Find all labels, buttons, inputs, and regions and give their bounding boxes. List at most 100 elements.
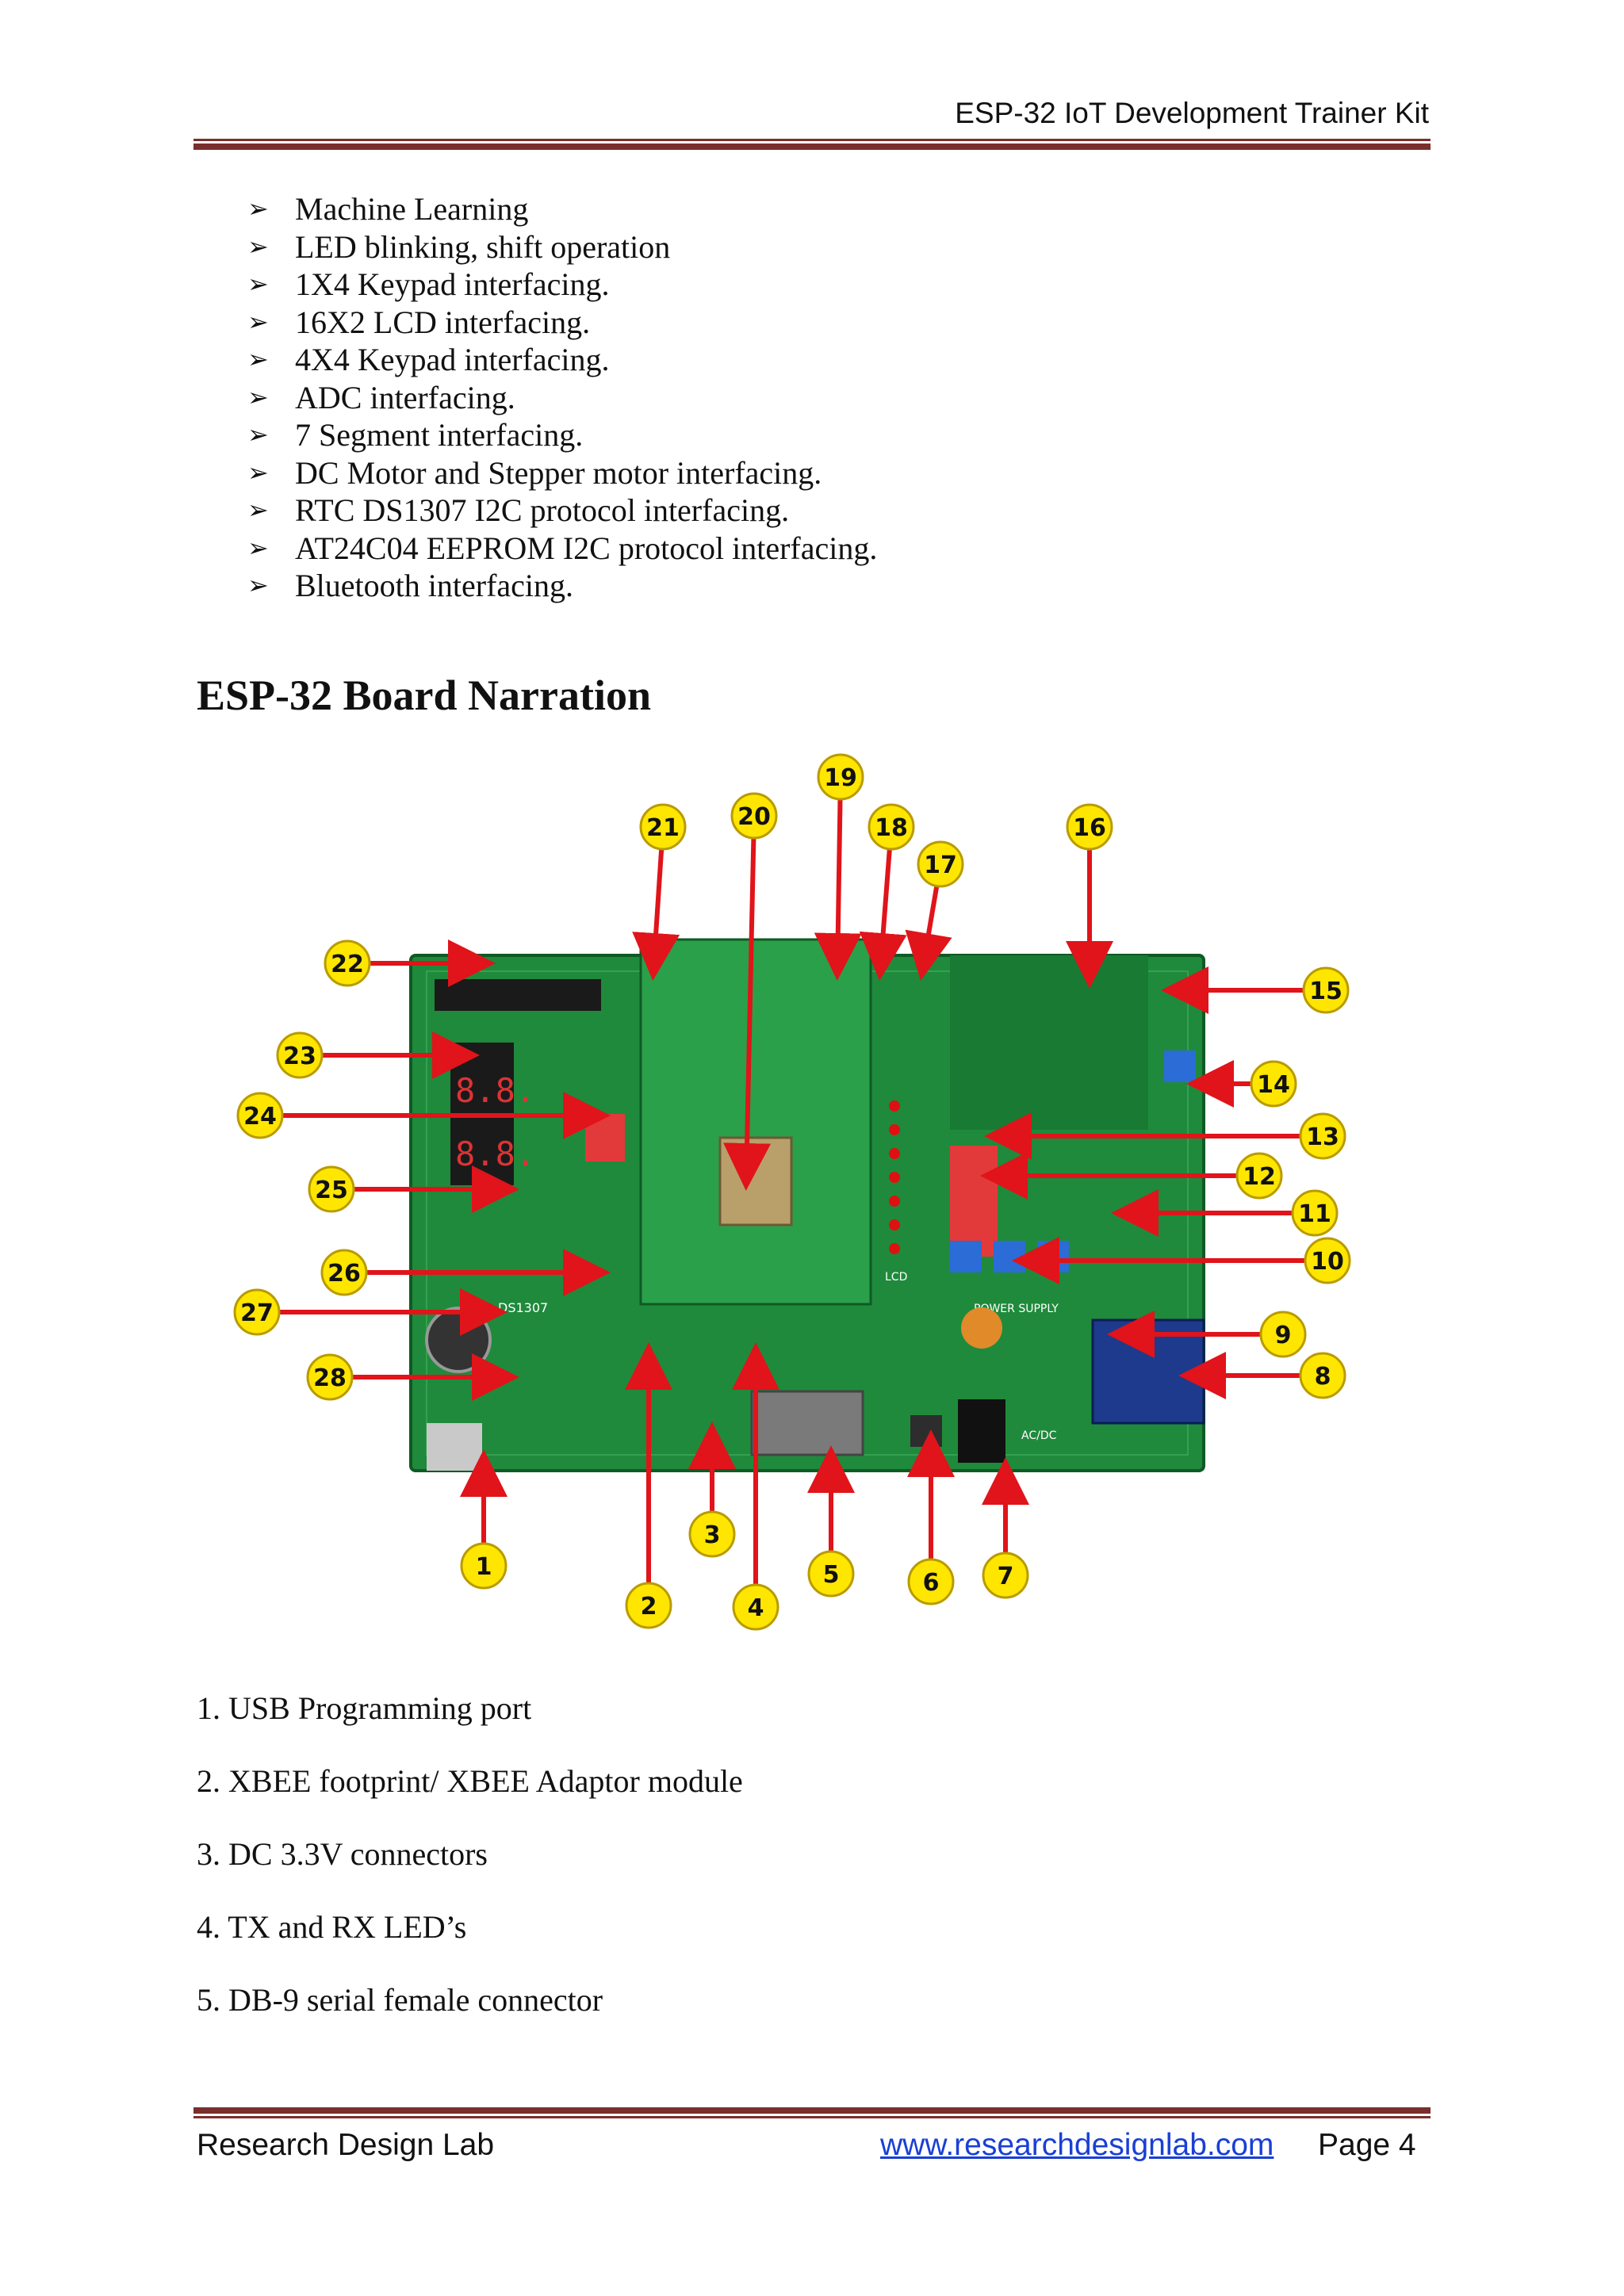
- callout-badge-12: [1235, 1152, 1283, 1200]
- callout-arrow-20: [723, 815, 772, 1191]
- esp32-module: [718, 1136, 793, 1226]
- callout-label-25: 25: [315, 1177, 348, 1204]
- dc-jack: [958, 1399, 1005, 1463]
- lcd-label: LCD: [885, 1271, 907, 1284]
- list-item: ➢1X4 Keypad interfacing.: [247, 266, 610, 302]
- callout-label-24: 24: [243, 1103, 277, 1131]
- arrowhead-bullet-icon: ➢: [247, 457, 269, 487]
- callout-badge-10: [1304, 1237, 1351, 1284]
- callout-badge-1: [460, 1542, 508, 1590]
- arrowhead-bullet-icon: ➢: [247, 345, 269, 373]
- footer-company: Research Design Lab: [197, 2128, 495, 2162]
- list-item: ➢Machine Learning: [247, 191, 529, 227]
- callout-label-10: 10: [1311, 1248, 1344, 1276]
- callout-label-23: 23: [283, 1043, 316, 1070]
- callout-label-8: 8: [1315, 1363, 1331, 1391]
- seven-segment-text: 8.8.: [455, 1071, 535, 1110]
- callout-label-9: 9: [1275, 1322, 1292, 1349]
- callout-badge-19: [817, 753, 864, 801]
- page-number: Page 4: [1318, 2128, 1416, 2162]
- header-strip: [435, 979, 601, 1011]
- arrowhead-bullet-icon: ➢: [247, 232, 269, 261]
- dc-jack-label: AC/DC: [1021, 1429, 1057, 1442]
- list-item: ➢AT24C04 EEPROM I2C protocol interfacing…: [247, 530, 878, 566]
- list-item: 3. DC 3.3V connectors: [197, 1836, 488, 1872]
- callout-arrow-18: [859, 826, 907, 981]
- callout-label-18: 18: [875, 814, 908, 842]
- list-item: ➢ADC interfacing.: [247, 379, 515, 415]
- callout-arrow-21: [632, 826, 680, 981]
- capacitor: [961, 1307, 1002, 1349]
- list-item: ➢LED blinking, shift operation: [247, 228, 671, 265]
- arrowhead-bullet-icon: ➢: [247, 307, 269, 336]
- callout-label-22: 22: [331, 951, 364, 978]
- callout-label-6: 6: [923, 1569, 940, 1597]
- callout-label-27: 27: [240, 1299, 274, 1327]
- keypad-area: [950, 955, 1148, 1130]
- callout-label-17: 17: [924, 851, 957, 879]
- callout-badge-20: [730, 792, 778, 840]
- db9-connector: [750, 1390, 864, 1456]
- callout-badge-23: [276, 1031, 324, 1079]
- callout-badge-15: [1302, 966, 1350, 1014]
- callout-badge-2: [625, 1582, 672, 1629]
- callout-label-15: 15: [1309, 978, 1342, 1005]
- seven-segment-text: 8.8.: [455, 1135, 535, 1173]
- footer-rule-thin: [193, 2116, 1431, 2118]
- list-item: ➢DC Motor and Stepper motor interfacing.: [247, 454, 822, 491]
- callout-label-13: 13: [1306, 1123, 1339, 1151]
- callout-badge-13: [1299, 1112, 1346, 1160]
- list-item: ➢4X4 Keypad interfacing.: [247, 342, 610, 377]
- arrowhead-bullet-icon: ➢: [247, 194, 269, 223]
- arrowhead-bullet-icon: ➢: [247, 571, 269, 599]
- callout-label-21: 21: [646, 814, 680, 842]
- callout-badge-7: [982, 1552, 1029, 1599]
- callout-badge-6: [907, 1558, 955, 1605]
- callout-label-2: 2: [641, 1593, 657, 1621]
- feature-list: ➢Machine Learning ➢LED blinking, shift o…: [247, 190, 877, 605]
- list-item: 1. USB Programming port: [197, 1690, 532, 1726]
- callout-label-5: 5: [823, 1561, 840, 1589]
- callout-badge-9: [1259, 1311, 1307, 1358]
- section-heading: ESP-32 Board Narration: [197, 672, 651, 719]
- callout-label-14: 14: [1257, 1071, 1290, 1099]
- callout-badge-17: [917, 840, 964, 888]
- callout-label-1: 1: [476, 1553, 492, 1581]
- list-item: ➢RTC DS1307 I2C protocol interfacing.: [247, 492, 790, 528]
- callout-badge-28: [306, 1353, 354, 1401]
- callout-label-19: 19: [824, 764, 857, 792]
- list-item: ➢7 Segment interfacing.: [247, 417, 584, 453]
- arrowhead-bullet-icon: ➢: [247, 496, 269, 524]
- slide-switch: [910, 1415, 942, 1447]
- list-item: ➢16X2 LCD interfacing.: [247, 304, 591, 340]
- narration-list: 1. USB Programming port 2. XBEE footprin…: [197, 1689, 743, 2053]
- callout-badge-16: [1066, 803, 1113, 851]
- callout-label-26: 26: [327, 1260, 361, 1288]
- header-rule-thick: [193, 144, 1431, 150]
- callout-badge-3: [688, 1510, 736, 1558]
- callout-label-28: 28: [313, 1364, 347, 1392]
- document-title: ESP-32 IoT Development Trainer Kit: [955, 97, 1429, 129]
- list-item: ➢Bluetooth interfacing.: [247, 568, 574, 603]
- header-rule-thin: [193, 139, 1431, 141]
- list-item: 2. XBEE footprint/ XBEE Adaptor module: [197, 1763, 743, 1799]
- callout-badge-26: [320, 1249, 368, 1296]
- callout-badge-11: [1291, 1189, 1339, 1237]
- power-supply-label: POWER SUPPLY: [974, 1303, 1059, 1315]
- footer-rule-thick: [193, 2107, 1431, 2114]
- callout-badge-22: [324, 939, 371, 987]
- footer-website-link[interactable]: www.researchdesignlab.com: [880, 2128, 1274, 2162]
- rtc-label: DS1307: [498, 1300, 548, 1315]
- callout-arrow-19: [814, 776, 862, 981]
- callout-badge-21: [639, 803, 687, 851]
- callout-label-12: 12: [1243, 1163, 1276, 1191]
- callout-badge-18: [868, 803, 915, 851]
- callout-badge-27: [233, 1288, 281, 1336]
- pcb-board: 8.8. 8.8. DS1307 AC/DC POWER SUPPLY: [409, 938, 1205, 1472]
- led-column: [889, 1100, 900, 1254]
- dip-switch-bank: [950, 1146, 998, 1257]
- esp32-carrier: [639, 938, 872, 1306]
- callout-badge-24: [236, 1092, 284, 1139]
- board-figure: 8.8. 8.8. DS1307 AC/DC POWER SUPPLY: [197, 741, 1434, 1637]
